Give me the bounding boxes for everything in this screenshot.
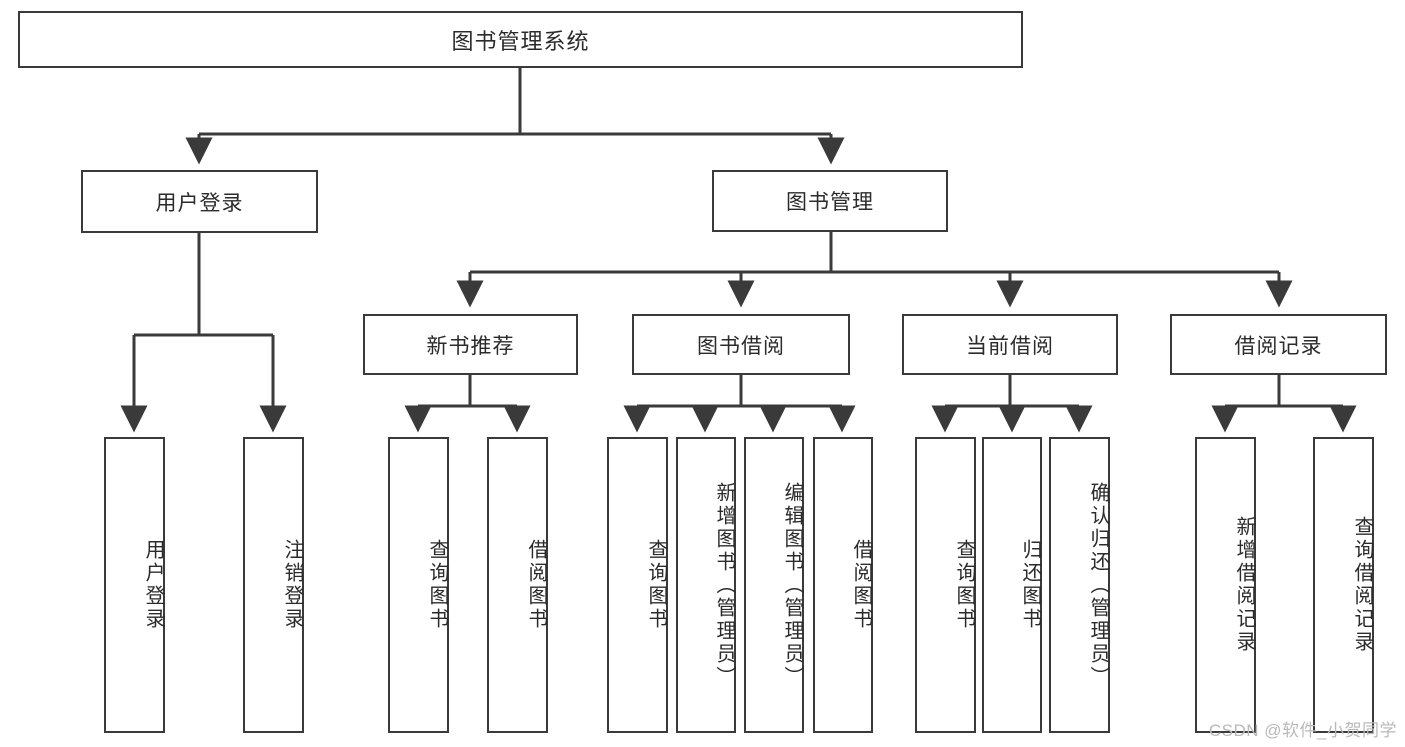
node-new-book-recommend[interactable]: 新书推荐 xyxy=(363,314,578,375)
leaf-confirm-return[interactable]: 确认归还（管理员） xyxy=(1049,437,1110,733)
leaf-label: 新增借阅记录 xyxy=(1233,516,1255,654)
node-current-borrow[interactable]: 当前借阅 xyxy=(902,314,1118,375)
leaf-label: 借阅图书 xyxy=(850,539,872,631)
node-borrow-record[interactable]: 借阅记录 xyxy=(1170,314,1387,375)
leaf-add-book[interactable]: 新增图书（管理员） xyxy=(676,437,736,733)
leaf-user-login[interactable]: 用户登录 xyxy=(104,437,165,733)
leaf-query-book-3[interactable]: 查询图书 xyxy=(915,437,976,733)
leaf-borrow-book-1[interactable]: 借阅图书 xyxy=(487,437,548,733)
leaf-label: 借阅图书 xyxy=(525,539,547,631)
leaf-edit-book[interactable]: 编辑图书（管理员） xyxy=(744,437,804,733)
leaf-add-record[interactable]: 新增借阅记录 xyxy=(1195,437,1256,733)
leaf-query-book-1[interactable]: 查询图书 xyxy=(388,437,449,733)
csdn-watermark: CSDN @软件_小贺同学 xyxy=(1208,721,1397,740)
leaf-borrow-book-2[interactable]: 借阅图书 xyxy=(813,437,873,733)
leaf-query-book-2[interactable]: 查询图书 xyxy=(607,437,668,733)
leaf-label: 注销登录 xyxy=(281,539,303,631)
node-root-system[interactable]: 图书管理系统 xyxy=(18,11,1023,68)
leaf-label: 确认归还（管理员） xyxy=(1087,481,1109,689)
leaf-label: 查询图书 xyxy=(953,539,975,631)
leaf-label: 归还图书 xyxy=(1019,539,1041,631)
leaf-label: 编辑图书（管理员） xyxy=(781,481,803,689)
leaf-label: 新增图书（管理员） xyxy=(713,481,735,689)
node-book-borrow[interactable]: 图书借阅 xyxy=(632,314,850,375)
leaf-label: 用户登录 xyxy=(142,539,164,631)
leaf-label: 查询借阅记录 xyxy=(1351,516,1373,654)
leaf-query-record[interactable]: 查询借阅记录 xyxy=(1313,437,1374,733)
leaf-user-logout[interactable]: 注销登录 xyxy=(243,437,304,733)
leaf-label: 查询图书 xyxy=(645,539,667,631)
leaf-return-book[interactable]: 归还图书 xyxy=(982,437,1042,733)
leaf-label: 查询图书 xyxy=(426,539,448,631)
node-user-login[interactable]: 用户登录 xyxy=(81,170,318,233)
node-book-manage[interactable]: 图书管理 xyxy=(712,170,948,232)
